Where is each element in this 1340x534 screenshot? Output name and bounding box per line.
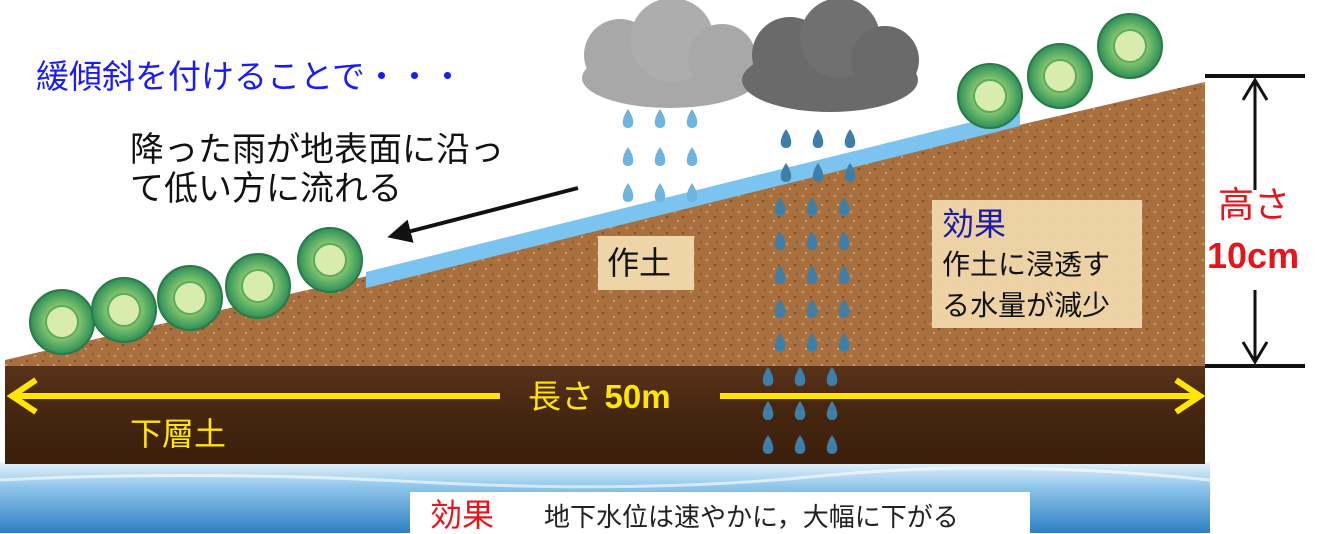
raindrop-light-icon <box>686 109 698 128</box>
effect-line1: 作土に浸透す <box>942 248 1111 281</box>
bottom-effect-title: 効果 <box>430 496 495 534</box>
raindrop-dark-icon <box>838 231 850 250</box>
raindrops-dark <box>762 129 856 454</box>
raindrop-dark-icon <box>826 401 838 420</box>
raindrop-dark-icon <box>806 197 818 216</box>
raindrop-light-icon <box>686 183 698 202</box>
raindrops-light <box>622 109 698 202</box>
cabbage-row <box>29 13 1163 355</box>
cloud-dark-icon <box>742 0 919 112</box>
runoff-arrow-icon <box>387 186 579 243</box>
length-label-text: 長さ <box>528 377 594 416</box>
raindrop-light-icon <box>622 147 634 166</box>
height-indicator <box>1205 74 1305 368</box>
raindrop-light-icon <box>654 147 666 166</box>
cabbage-icon <box>91 277 157 343</box>
cabbage-icon <box>157 265 223 331</box>
raindrop-dark-icon <box>838 333 850 352</box>
effect-line2: る水量が減少 <box>942 289 1111 322</box>
cabbage-icon <box>1027 43 1093 109</box>
raindrop-dark-icon <box>826 435 838 454</box>
rain-note-line2: て低い方に流れる <box>130 169 402 209</box>
cabbage-icon <box>29 289 95 355</box>
height-value: 10cm <box>1207 235 1300 276</box>
raindrop-dark-icon <box>780 129 792 148</box>
raindrop-dark-icon <box>838 265 850 284</box>
effect-box <box>932 200 1142 328</box>
length-label: 長さ 50m <box>528 380 671 413</box>
raindrop-dark-icon <box>844 129 856 148</box>
cabbage-icon <box>297 227 363 293</box>
cloud-light-icon <box>582 0 758 108</box>
headline: 緩傾斜を付けることで・・・ <box>36 57 465 96</box>
raindrop-dark-icon <box>806 299 818 318</box>
raindrop-dark-icon <box>774 333 786 352</box>
raindrop-dark-icon <box>774 231 786 250</box>
raindrop-dark-icon <box>762 367 774 386</box>
raindrop-dark-icon <box>826 367 838 386</box>
raindrop-dark-icon <box>806 265 818 284</box>
raindrop-dark-icon <box>794 435 806 454</box>
raindrop-dark-icon <box>774 299 786 318</box>
raindrop-dark-icon <box>812 129 824 148</box>
cabbage-icon <box>1097 13 1163 79</box>
cabbage-icon <box>957 63 1023 129</box>
topsoil-label: 作土 <box>607 244 672 282</box>
raindrop-dark-icon <box>780 163 792 182</box>
bottom-effect-text: 地下水位は速やかに，大幅に下がる <box>544 503 959 533</box>
effect-title: 効果 <box>942 205 1007 243</box>
length-indicator <box>6 377 1206 415</box>
raindrop-light-icon <box>654 109 666 128</box>
raindrop-dark-icon <box>774 197 786 216</box>
raindrop-light-icon <box>622 183 634 202</box>
height-label: 高さ <box>1218 185 1291 226</box>
raindrop-light-icon <box>654 183 666 202</box>
raindrop-dark-icon <box>806 333 818 352</box>
raindrop-dark-icon <box>844 163 856 182</box>
raindrop-light-icon <box>622 109 634 128</box>
raindrop-dark-icon <box>794 401 806 420</box>
subsoil-layer <box>5 366 1205 464</box>
bottom-effect-box <box>410 492 1030 533</box>
rain-note-line1: 降った雨が地表面に沿っ <box>130 130 504 170</box>
raindrop-dark-icon <box>762 435 774 454</box>
raindrop-dark-icon <box>838 197 850 216</box>
topsoil-label-box <box>598 236 694 290</box>
raindrop-dark-icon <box>806 231 818 250</box>
cabbage-icon <box>225 253 291 319</box>
subsoil-label: 下層土 <box>130 415 227 453</box>
raindrop-dark-icon <box>762 401 774 420</box>
raindrop-dark-icon <box>794 367 806 386</box>
raindrop-dark-icon <box>812 163 824 182</box>
raindrop-light-icon <box>686 147 698 166</box>
raindrop-dark-icon <box>838 299 850 318</box>
raindrop-dark-icon <box>774 265 786 284</box>
length-value: 50m <box>604 378 671 415</box>
